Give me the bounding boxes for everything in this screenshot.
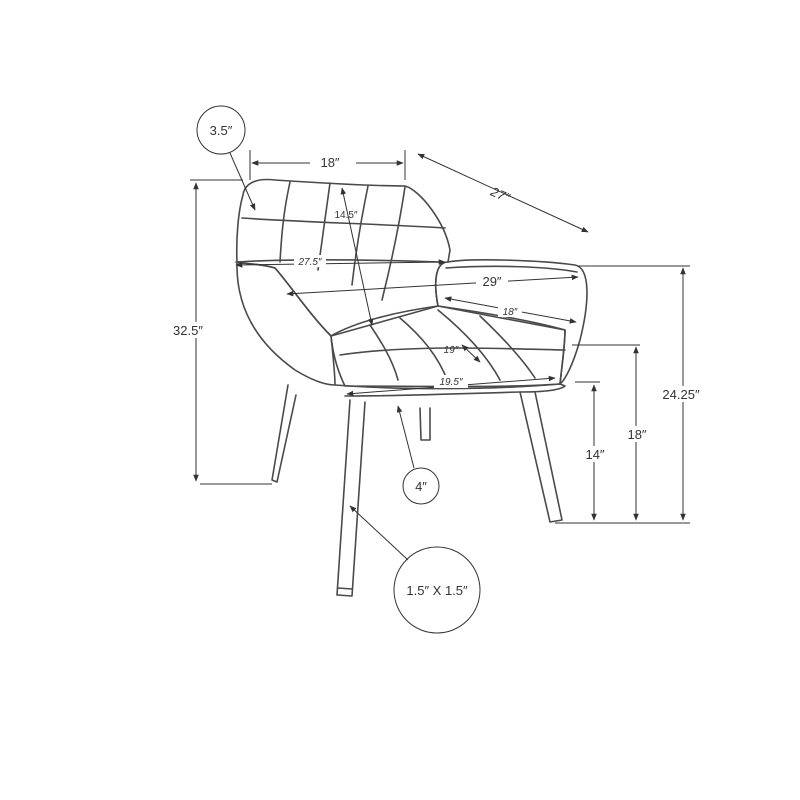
chair-left-arm — [236, 261, 336, 386]
label-depth-overall: 27″ — [488, 183, 513, 205]
dim-back-height-line — [340, 187, 374, 326]
label-seat-height: 18″ — [627, 427, 646, 442]
callout-circle-arm-width — [196, 105, 246, 155]
label-back-height: 14.5″ — [334, 210, 357, 221]
dim-overall-width-line — [286, 274, 579, 297]
leg-back-right — [419, 407, 431, 441]
label-inner-width: 27.5″ — [297, 257, 321, 268]
dim-leg-size-leader — [349, 505, 409, 561]
callout-circle-seat-thickness — [402, 467, 440, 505]
leg-front-left — [336, 399, 366, 597]
dim-inner-width-line — [235, 259, 446, 268]
label-arm-height: 24.25″ — [662, 387, 700, 402]
label-arm-to-back: 18″ — [503, 307, 518, 318]
label-seat-width: 19.5″ — [439, 377, 462, 388]
label-overall-width: 29″ — [482, 274, 501, 289]
label-back-width: 18″ — [320, 155, 339, 170]
label-seat-thickness: 4″ — [415, 479, 427, 494]
label-leg-height: 14″ — [585, 447, 604, 462]
leg-front-right — [519, 391, 563, 523]
chair-drawing — [235, 178, 588, 597]
dim-seat-depth-line — [461, 344, 481, 363]
chair-back-outline — [235, 178, 451, 337]
callout-circle-leg-size — [393, 546, 481, 634]
seat-tufting — [339, 309, 566, 383]
leg-front-left-cap — [337, 587, 353, 590]
dimension-labels: 3.5″ 18″ 27″ 14.5″ 27.5″ 29″ 18″ 19″ 19.… — [168, 123, 706, 598]
label-seat-depth: 19″ — [444, 345, 459, 356]
dimension-lines — [190, 105, 690, 634]
dim-seat-thickness-leader — [396, 405, 415, 469]
label-overall-height: 32.5″ — [173, 323, 203, 338]
leg-back-left — [271, 384, 297, 483]
back-tufting — [235, 181, 446, 301]
label-arm-width: 3.5″ — [210, 123, 233, 138]
dim-depth-line — [417, 153, 589, 233]
label-leg-size: 1.5″ X 1.5″ — [406, 583, 468, 598]
chair-right-arm — [434, 259, 588, 385]
dim-arm-width-leader — [229, 152, 256, 211]
right-arm-inner — [445, 265, 578, 273]
